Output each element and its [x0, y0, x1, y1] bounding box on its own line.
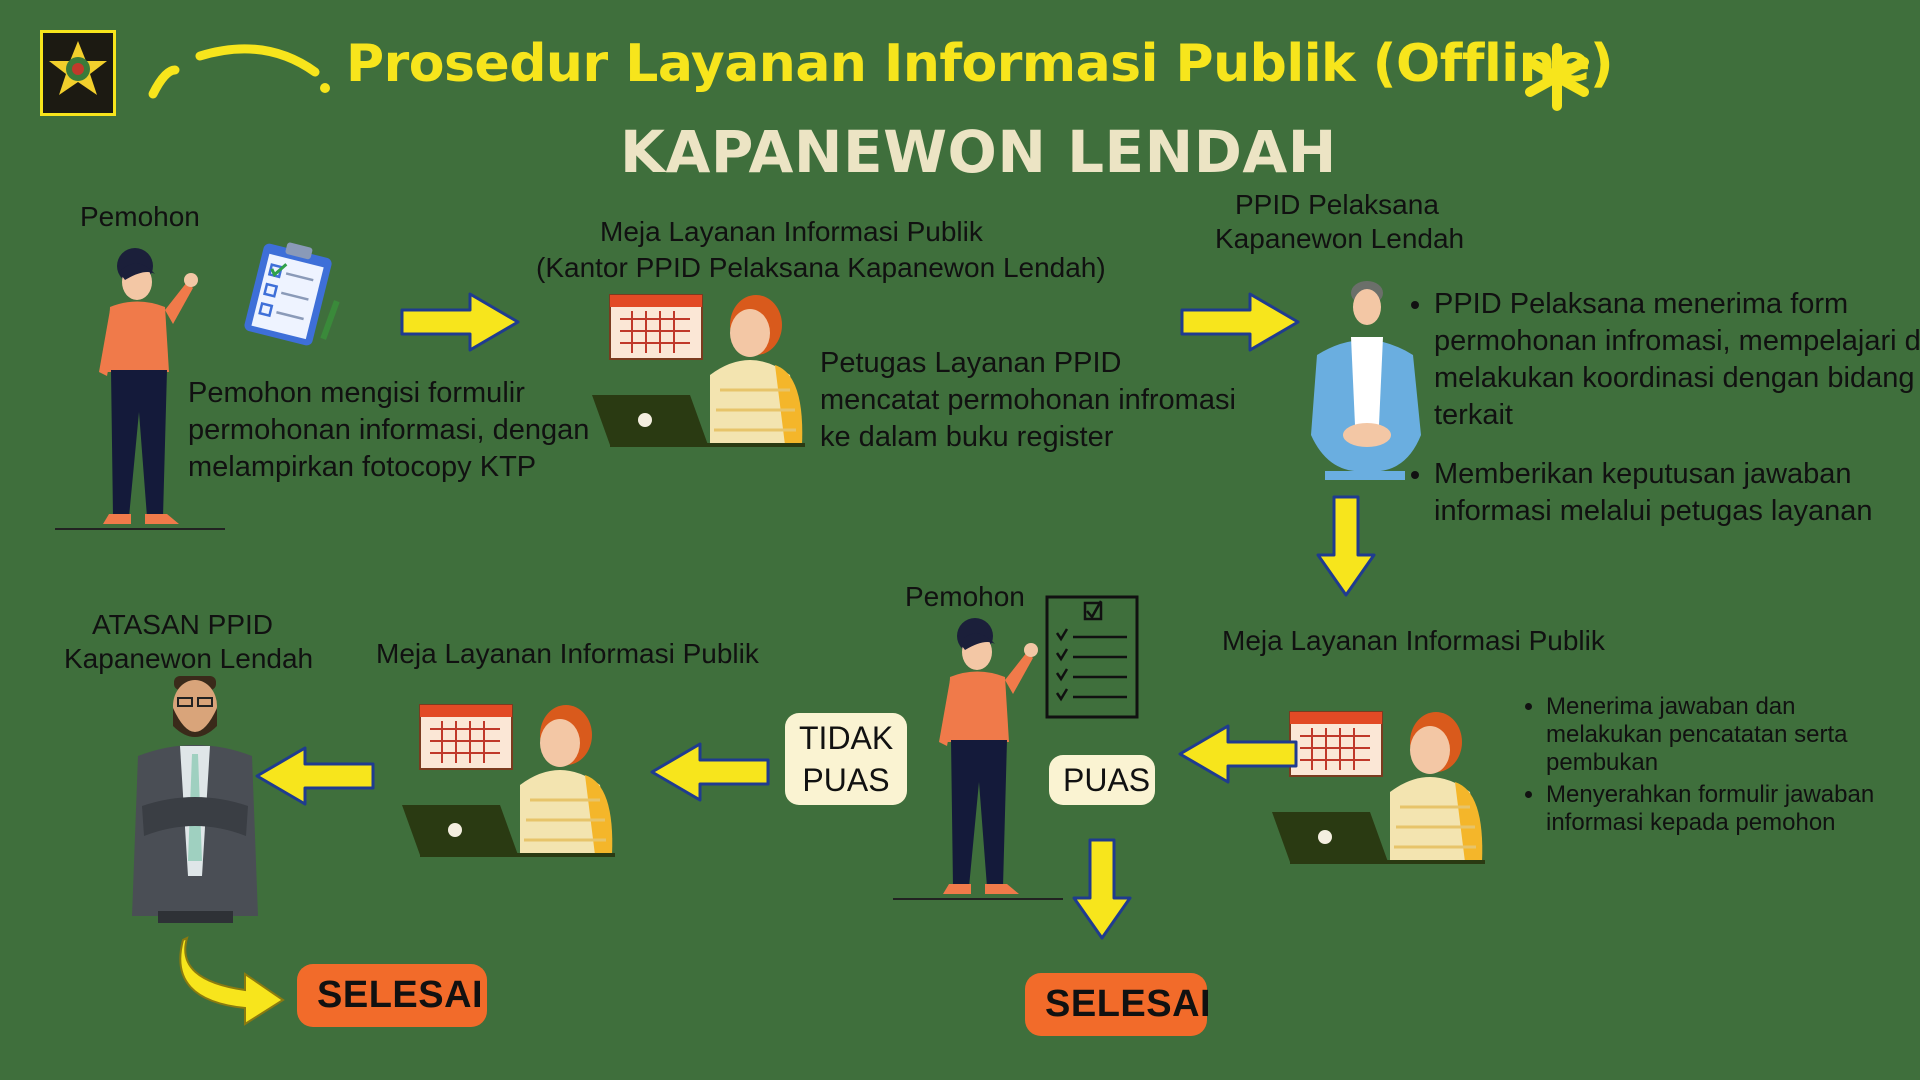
end-badge-left: SELESAI	[297, 964, 487, 1027]
step6-worker-figure	[400, 703, 617, 859]
sparkle-icon	[1525, 43, 1589, 111]
step3-bullet-2: Memberikan keputusan jawaban informasi m…	[1434, 456, 1920, 530]
step3-sublabel: Kapanewon Lendah	[1215, 223, 1465, 254]
step2-description: Petugas Layanan PPID mencatat permohonan…	[820, 347, 1236, 453]
arrow-puas-to-end	[1072, 838, 1132, 940]
tidak-puas-line1: TIDAK	[799, 720, 894, 756]
arrow-step2-to-step3	[1180, 292, 1300, 352]
supervisor-figure	[132, 676, 258, 923]
tidak-puas-badge: TIDAK PUAS	[785, 713, 907, 805]
step6-label: Meja Layanan Informasi Publik	[376, 638, 759, 669]
step1-description: Pemohon mengisi formulir permohonan info…	[188, 377, 590, 483]
arrow-step5-to-step6	[650, 742, 770, 802]
swoosh-decoration	[148, 44, 330, 99]
puas-badge: PUAS	[1049, 755, 1155, 805]
step4-bullet-2: Menyerahkan formulir jawaban informasi k…	[1546, 781, 1916, 837]
step3-bullet-1: PPID Pelaksana menerima form permohonan …	[1434, 286, 1920, 434]
step4-bullet-list: Menerima jawaban dan melakukan pencatata…	[1518, 693, 1916, 841]
step1-label: Pemohon	[80, 201, 200, 232]
step5-label: Pemohon	[905, 581, 1025, 612]
arrow-step6-to-step7	[255, 746, 375, 806]
arrow-step3-to-step4	[1316, 495, 1376, 597]
clipboard-icon	[244, 242, 340, 346]
step3-label: PPID Pelaksana	[1235, 189, 1439, 220]
step2-sublabel: (Kantor PPID Pelaksana Kapanewon Lendah)	[536, 252, 1106, 283]
step2-label: Meja Layanan Informasi Publik	[600, 216, 983, 247]
checklist-icon	[1045, 595, 1139, 719]
step7-label: ATASAN PPID	[92, 609, 274, 640]
step4-label: Meja Layanan Informasi Publik	[1222, 625, 1605, 656]
step2-worker-figure	[590, 293, 807, 449]
ppid-officer-figure	[1311, 281, 1421, 480]
page-subtitle: KAPANEWON LENDAH	[620, 118, 1337, 186]
page-title: Prosedur Layanan Informasi Publik (Offli…	[346, 34, 1614, 94]
arrow-step1-to-step2	[400, 292, 520, 352]
end-badge-right: SELESAI	[1025, 973, 1211, 1036]
tidak-puas-line2: PUAS	[802, 762, 890, 798]
step4-bullet-1: Menerima jawaban dan melakukan pencatata…	[1546, 693, 1916, 777]
curved-arrow-to-end	[179, 936, 285, 1026]
step7-sublabel: Kapanewon Lendah	[64, 643, 314, 674]
ground-line-2	[893, 898, 1063, 900]
arrow-step4-to-step5	[1178, 724, 1298, 784]
ground-line	[55, 528, 225, 530]
step3-bullet-list: PPID Pelaksana menerima form permohonan …	[1402, 286, 1920, 552]
applicant-figure-2	[939, 618, 1038, 894]
emblem-icon	[40, 30, 116, 116]
